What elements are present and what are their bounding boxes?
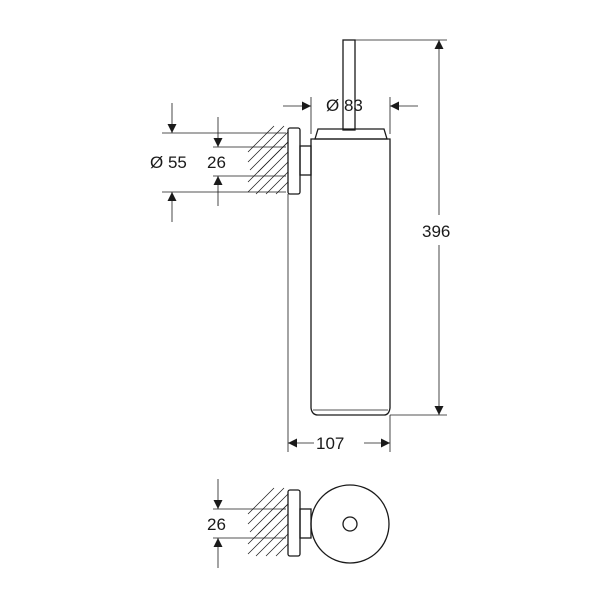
dimension-top-diameter: Ø 83 [283,96,418,134]
holder-side-view [287,39,391,416]
wall-hatching-top [247,125,289,195]
top-diameter-label: Ø 83 [326,96,363,115]
dimension-mount-height-bottom: 26 [207,479,286,568]
mount-height-side-label: 26 [207,153,226,172]
overall-height-label: 396 [422,222,450,241]
wall-hatching-bottom [247,487,289,557]
dimension-mount-diameter: Ø 55 [150,103,286,222]
bottom-wall-plate [287,489,301,557]
dimension-overall-depth: 107 [287,194,391,453]
overall-depth-label: 107 [316,434,344,453]
center-hole [342,516,358,532]
mount-height-bottom-label: 26 [207,515,226,534]
dimension-overall-height: 396 [355,39,450,416]
brush-handle [342,39,356,131]
bracket-connector [299,145,312,176]
wall-plate [287,127,301,195]
round-holder-disc [310,484,390,564]
mount-diameter-label: Ø 55 [150,153,187,172]
holder-bottom-view [287,484,390,564]
bottom-connector [299,508,312,539]
holder-cylinder [310,138,391,416]
dimension-mount-height-side: 26 [207,117,286,206]
